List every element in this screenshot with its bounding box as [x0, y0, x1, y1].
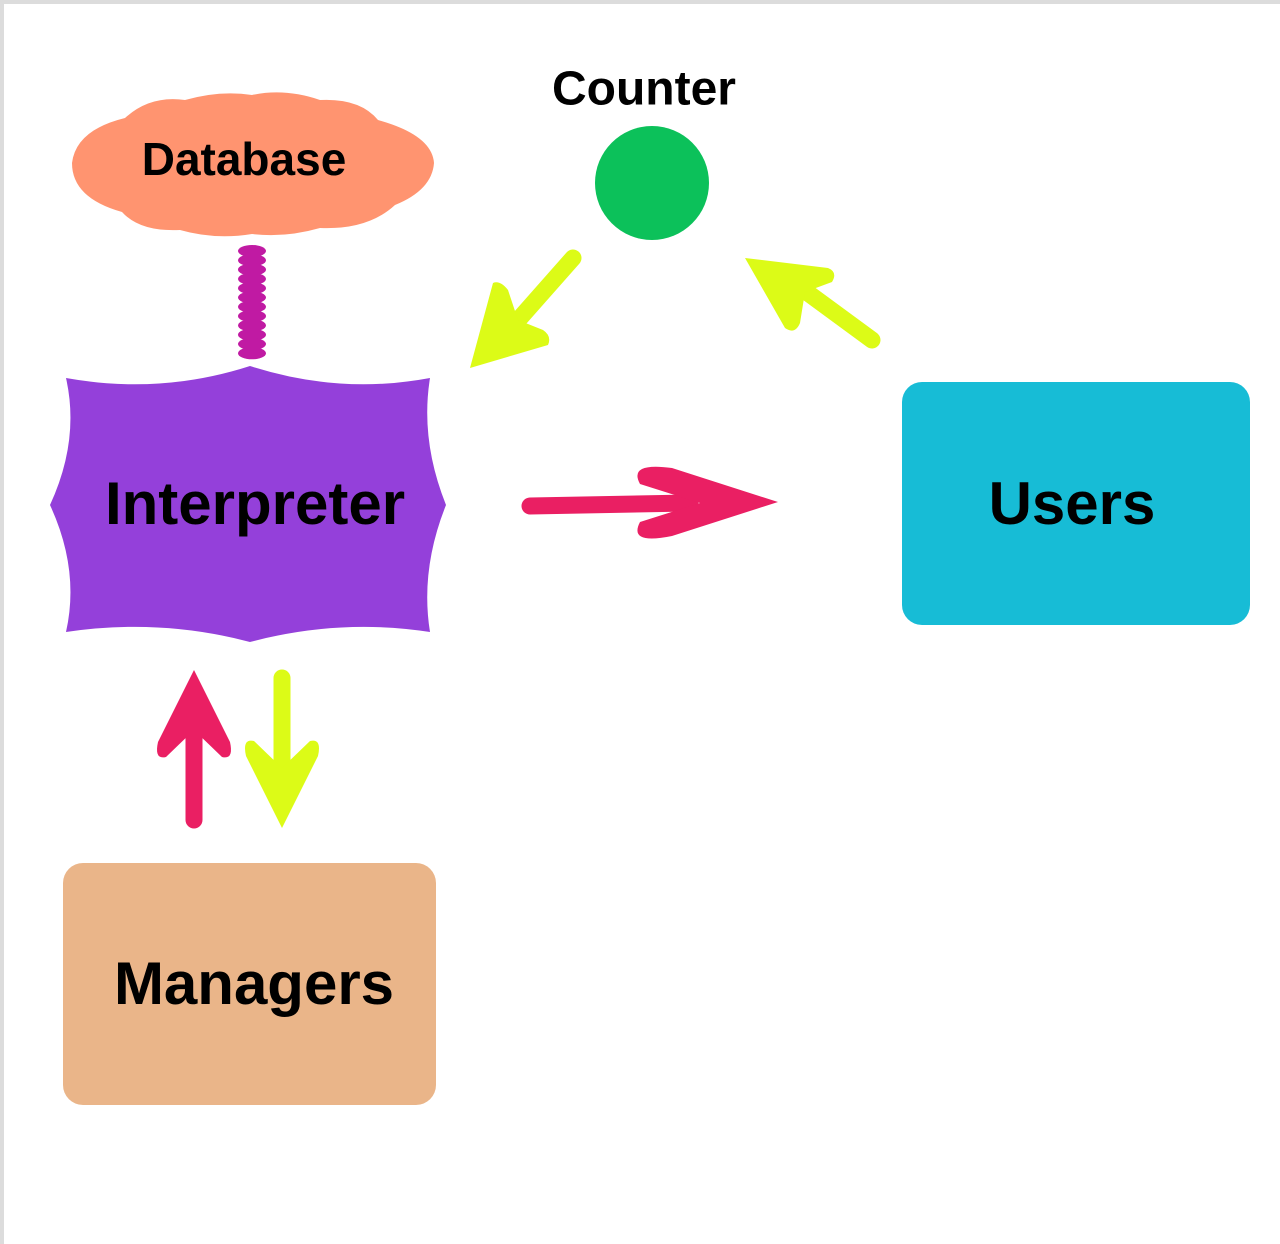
- spring-coil: [238, 254, 266, 267]
- spring-coil: [238, 291, 266, 304]
- users-node[interactable]: Users: [902, 382, 1250, 625]
- spring-coil: [238, 310, 266, 323]
- spring-coil: [238, 263, 266, 276]
- spring-coil: [238, 282, 266, 295]
- counter-shape: [595, 126, 709, 240]
- database-shape: [72, 92, 434, 237]
- managers-node[interactable]: Managers: [63, 863, 436, 1105]
- managers-label: Managers: [114, 950, 394, 1017]
- counter-node[interactable]: Counter: [552, 63, 736, 240]
- database-node[interactable]: Database: [72, 92, 434, 237]
- database-label: Database: [142, 133, 347, 185]
- users-label: Users: [989, 470, 1156, 537]
- interpreter-shape: [50, 366, 446, 642]
- spring-coil: [238, 245, 266, 257]
- spring-coil: [238, 272, 266, 285]
- spring-coil: [238, 319, 266, 332]
- arrow-users-to-counter: [745, 258, 881, 349]
- spring-coil: [238, 300, 266, 313]
- arrow-interpreter-to-users: [521, 466, 778, 539]
- spring-coil: [238, 347, 266, 360]
- managers-shape: [63, 863, 436, 1105]
- spring-coil: [238, 328, 266, 341]
- users-shape: [902, 382, 1250, 625]
- arrow-managers-to-interpreter: [157, 670, 231, 829]
- interpreter-node[interactable]: Interpreter: [50, 366, 446, 642]
- interpreter-label: Interpreter: [105, 470, 405, 537]
- counter-label: Counter: [552, 63, 736, 116]
- spring-coil: [238, 338, 266, 350]
- arrow-counter-to-interpreter: [470, 249, 582, 368]
- database-interpreter-spring: [238, 245, 266, 360]
- arrow-interpreter-to-managers: [245, 669, 319, 828]
